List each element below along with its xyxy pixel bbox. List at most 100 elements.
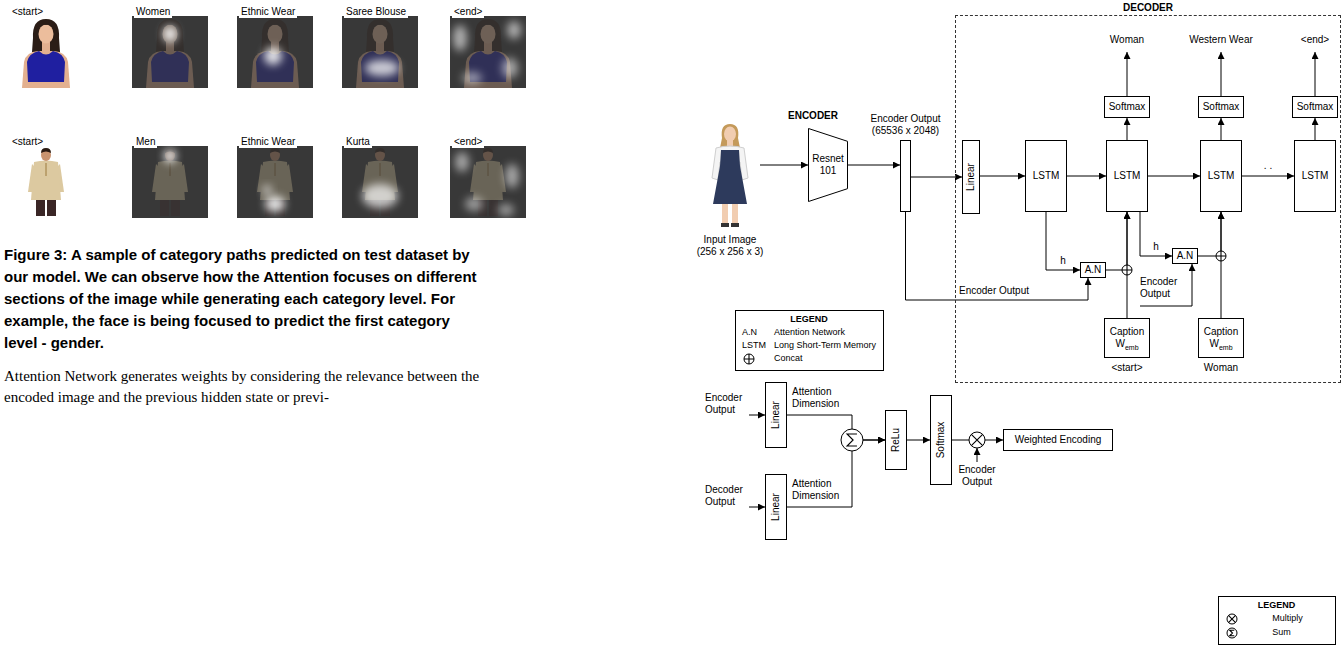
dimension-label: Attention Dimension <box>792 478 848 502</box>
lstm-cell: LSTM <box>1200 140 1242 212</box>
token-label: <start> <box>1111 362 1142 374</box>
input-photo <box>732 204 738 224</box>
output-box: Weighted Encoding <box>1003 429 1113 451</box>
edge-label: h <box>1059 255 1067 267</box>
linear-layer: Linear <box>765 474 787 540</box>
plus-symbol <box>1122 265 1132 275</box>
attention-photo <box>132 16 208 88</box>
encoder-trapezoid <box>809 129 848 202</box>
attention-photo <box>237 16 313 88</box>
connector-arrow <box>787 440 885 507</box>
decoder-region: DECODERLinearLSTMLSTMLSTMLSTMSoftmaxSoft… <box>955 15 1341 383</box>
attention-photo <box>507 21 521 39</box>
softmax-box-text: Softmax <box>1203 101 1240 113</box>
attention-photo <box>362 148 398 216</box>
attention-photo <box>502 58 518 78</box>
connector-arrow <box>1067 176 1106 177</box>
attention-photo <box>362 184 398 208</box>
product-photo <box>28 148 64 216</box>
attention-photo <box>152 148 188 216</box>
edge-label: Encoder Output <box>958 285 1030 297</box>
legend-text: LSTM <box>742 340 766 351</box>
mul-symbol <box>969 432 985 448</box>
input-photo <box>713 150 747 204</box>
layout-arrow <box>749 415 765 416</box>
sum-symbol <box>1225 627 1239 639</box>
softmax-box-text: Softmax <box>1297 101 1334 113</box>
softmax-box: Softmax <box>1292 96 1338 118</box>
plus-symbol <box>1122 265 1132 275</box>
attention-photo <box>237 146 313 218</box>
mul-symbol <box>971 434 982 445</box>
softmax-box: Softmax <box>930 395 952 485</box>
attention-network-text: A.N <box>1085 264 1102 276</box>
attention-photo <box>237 146 313 218</box>
plus-symbol <box>744 354 754 364</box>
plus-symbol <box>1216 251 1226 261</box>
photo-label: Men <box>134 136 157 148</box>
attention-photo <box>265 196 285 212</box>
legend-text: Sum <box>1272 627 1328 639</box>
attention-photo <box>132 146 208 218</box>
mul-symbol <box>1228 615 1235 622</box>
relu-box: ReLu <box>885 410 907 470</box>
mul-symbol <box>1227 614 1237 624</box>
linear-layer-text: Linear <box>770 493 782 521</box>
attention-network: A.N <box>1080 262 1106 278</box>
input-image: Input Image (256 x 256 x 3) <box>700 122 760 230</box>
linear-layer: Linear <box>765 382 787 448</box>
layout-arrow <box>749 52 1315 507</box>
legend-text: A.N <box>742 327 766 338</box>
legend-text: Concat <box>774 353 876 365</box>
input-photo <box>712 124 748 227</box>
input-photo <box>720 124 740 148</box>
product-photo <box>22 19 70 88</box>
photo-label: Ethnic Wear <box>239 136 297 148</box>
attention-photo <box>163 26 177 42</box>
edge-label: h <box>1152 241 1160 253</box>
photo-label: Women <box>134 6 172 18</box>
section-heading: DECODER <box>956 2 1340 14</box>
softmax-box-text: Softmax <box>935 422 947 459</box>
softmax-box-text: Softmax <box>1109 101 1146 113</box>
encoder-block: ENCODERResnet 101 <box>808 128 848 202</box>
connector-arrow <box>907 440 930 441</box>
attention-photo <box>251 19 299 88</box>
attention-photo <box>365 60 399 76</box>
connector-arrow <box>848 165 900 166</box>
connector-arrow <box>1127 118 1128 140</box>
legend-box: LEGENDMultiplySum <box>1218 596 1336 645</box>
attention-photo <box>342 16 418 88</box>
layout-arrow <box>1315 52 1316 96</box>
output-box-text: Weighted Encoding <box>1015 434 1102 446</box>
attention-photo <box>342 146 418 218</box>
layout-arrow <box>977 448 978 462</box>
linear-layer: Linear <box>962 140 980 214</box>
lstm-cell: LSTM <box>1294 140 1336 212</box>
photo-label: <start> <box>10 136 45 148</box>
input-label: Encoder Output <box>1140 276 1186 300</box>
encoder-output: Encoder Output (65536 x 2048) <box>900 140 911 212</box>
sum-symbol <box>841 429 863 451</box>
input-photo <box>727 140 733 146</box>
product-photo <box>28 148 64 216</box>
input-photo <box>721 223 729 227</box>
attention-photo <box>132 16 208 88</box>
legend-title: LEGEND <box>1225 600 1328 611</box>
input-label: Encoder Output <box>705 392 751 416</box>
mul-symbol <box>1227 614 1237 624</box>
attention-network: A.N <box>1172 248 1198 264</box>
connector-arrow <box>1148 176 1200 177</box>
attention-photo <box>450 146 526 218</box>
encoder-block-text: Resnet 101 <box>808 153 848 177</box>
connector-arrow <box>1315 118 1316 140</box>
input-photo <box>731 223 739 227</box>
caption-embedding-text: emb <box>1125 344 1139 351</box>
photo-label: Ethnic Wear <box>239 6 297 18</box>
section-heading: ENCODER <box>788 110 838 122</box>
input-label: Encoder Output <box>955 464 999 488</box>
plus-symbol <box>744 354 754 364</box>
mul-symbol <box>969 432 985 448</box>
caption-embedding: Caption Wemb <box>1198 318 1244 358</box>
attention-photo <box>465 197 483 211</box>
